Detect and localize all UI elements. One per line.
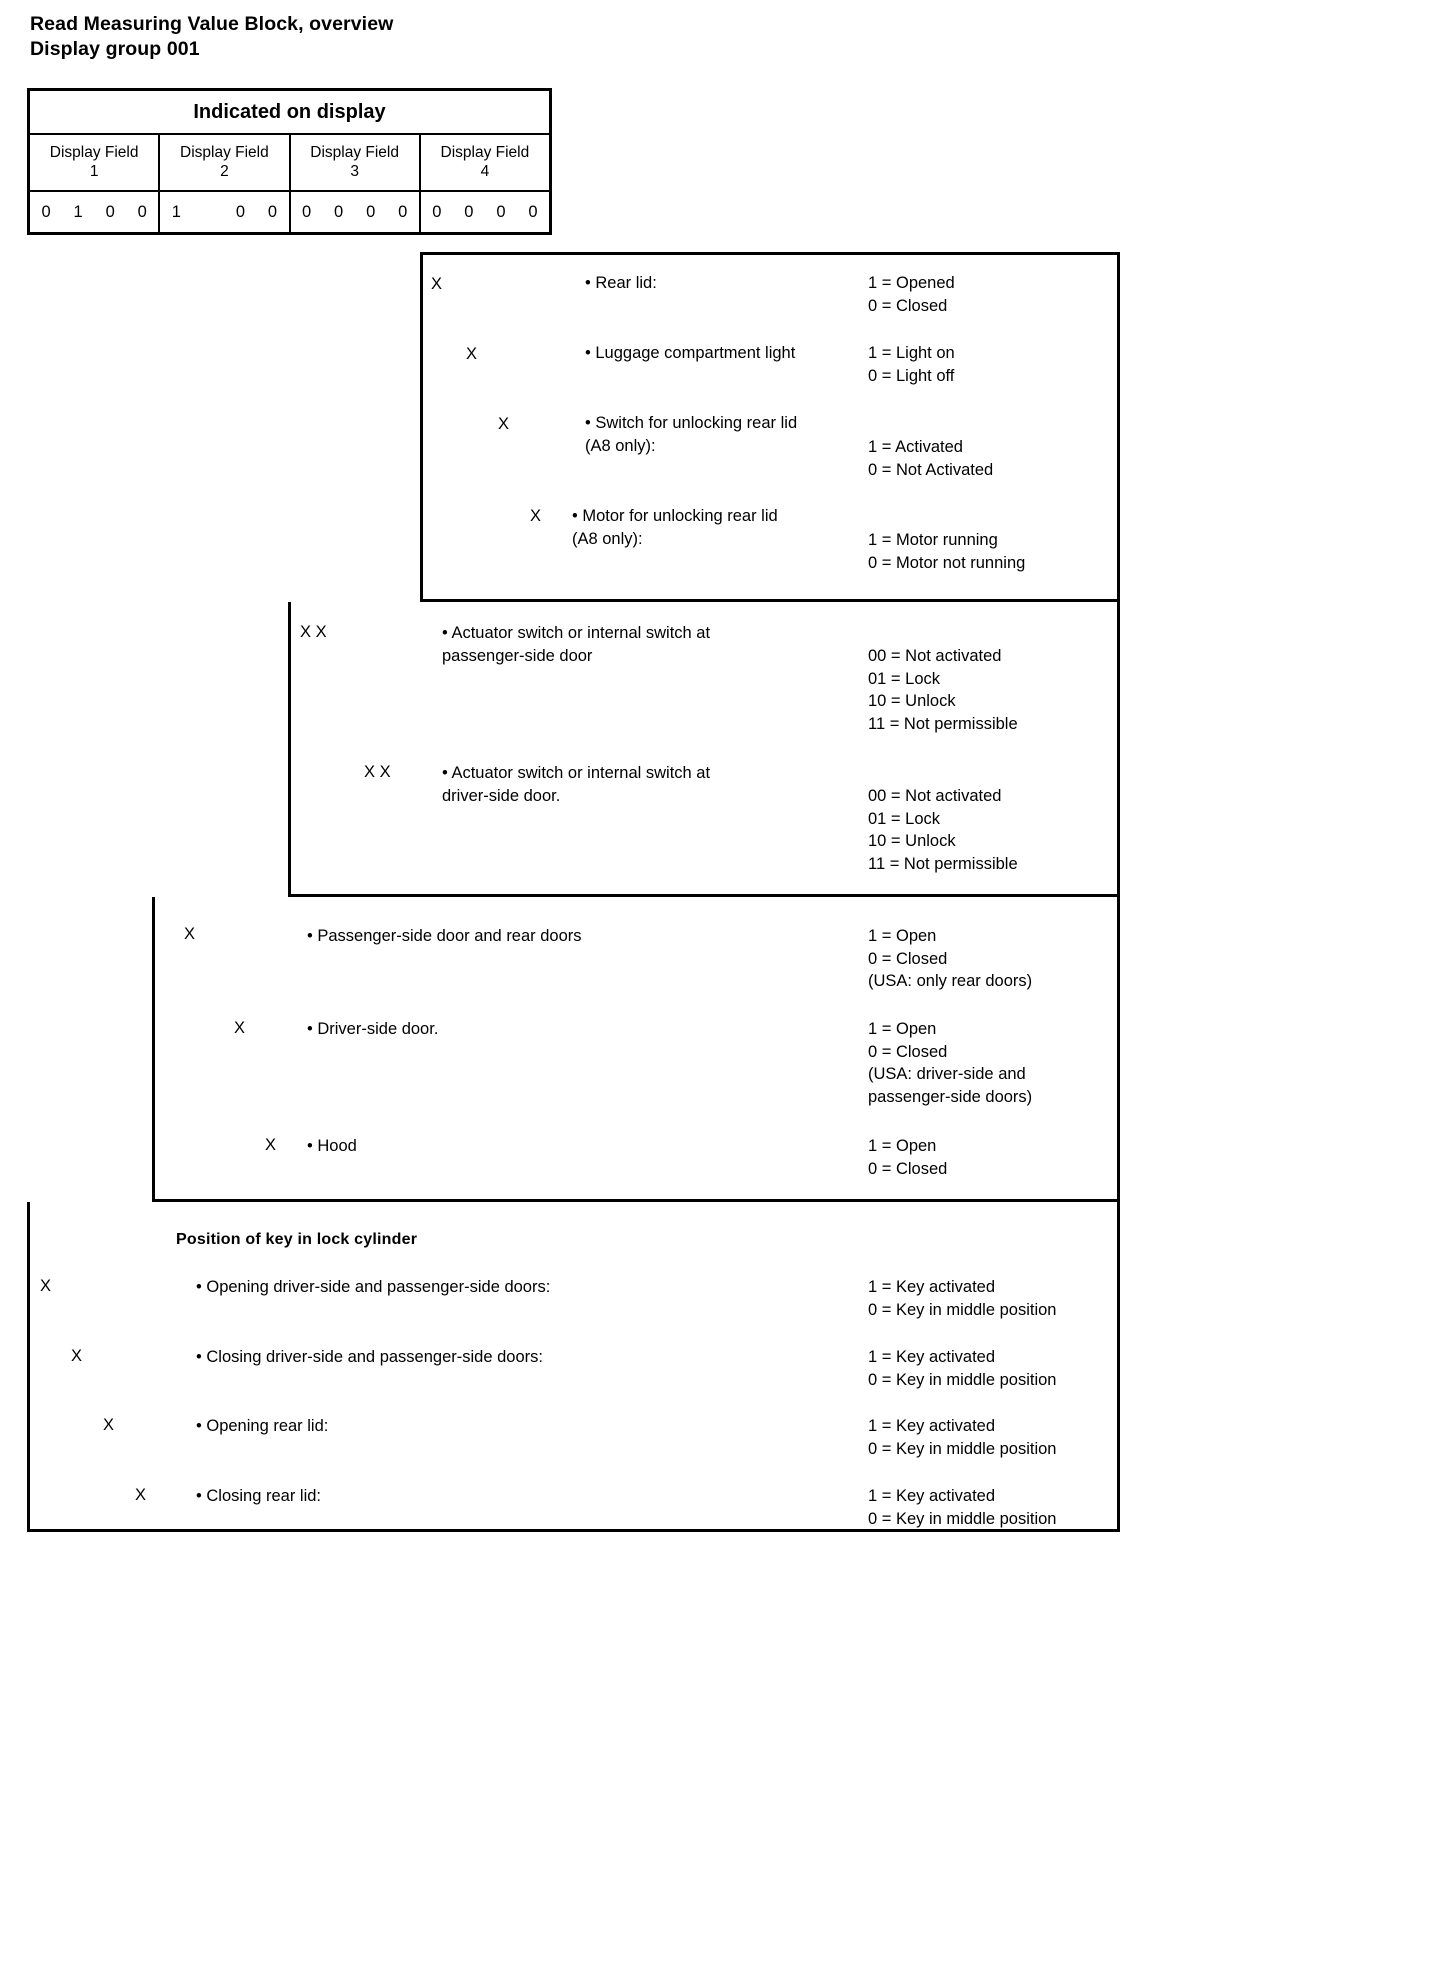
desc-key-close-rear-lid: • Closing rear lid: xyxy=(196,1487,321,1505)
bit-f3-2: 0 xyxy=(366,203,376,221)
key-position-heading: Position of key in lock cylinder xyxy=(176,1231,418,1248)
bit-marker-key-close-rear-lid: X xyxy=(135,1486,147,1504)
bit-marker-key-open-rear-lid: X xyxy=(103,1416,115,1434)
title-line-1: Read Measuring Value Block, overview xyxy=(30,13,394,35)
display-field-4-bits: 0 0 0 0 xyxy=(421,192,549,232)
display-field-1-label: Display Field xyxy=(49,144,139,161)
bit-marker-hood: X xyxy=(265,1136,277,1154)
desc-passenger-rear-doors: • Passenger-side door and rear doors xyxy=(307,927,582,945)
bit-marker-key-close-front-doors: X xyxy=(71,1347,83,1365)
bit-f2-0: 1 xyxy=(171,203,181,221)
display-field-2-bits: 1 0 0 xyxy=(160,192,291,232)
values-motor-unlock-rear-lid: 1 = Motor running 0 = Motor not running xyxy=(868,531,1026,572)
bit-f1-2: 0 xyxy=(105,203,115,221)
values-key-close-rear-lid: 1 = Key activated 0 = Key in middle posi… xyxy=(868,1487,1057,1528)
values-luggage-light: 1 = Light on 0 = Light off xyxy=(868,344,955,385)
values-actuator-driver: 00 = Not activated 01 = Lock 10 = Unlock… xyxy=(868,787,1018,873)
display-field-3-number: 3 xyxy=(350,163,359,180)
bit-marker-switch-unlock-rear-lid: X xyxy=(498,415,510,433)
desc-actuator-driver: • Actuator switch or internal switch at … xyxy=(442,764,711,805)
group-box-key-position xyxy=(27,1202,1120,1532)
bit-marker-key-open-front-doors: X xyxy=(40,1277,52,1295)
display-table: Indicated on display Display Field 1 Dis… xyxy=(27,88,552,235)
values-switch-unlock-rear-lid: 1 = Activated 0 = Not Activated xyxy=(868,438,994,479)
display-field-1-header: Display Field 1 xyxy=(30,135,161,190)
title-line-2: Display group 001 xyxy=(30,38,200,60)
bit-f3-0: 0 xyxy=(301,203,312,221)
bit-f4-3: 0 xyxy=(528,203,538,221)
bit-f2-2: 0 xyxy=(235,203,245,221)
values-passenger-rear-doors: 1 = Open 0 = Closed (USA: only rear door… xyxy=(868,927,1033,990)
desc-hood: • Hood xyxy=(307,1137,357,1155)
display-field-4-header: Display Field 4 xyxy=(421,135,549,190)
bit-marker-actuator-driver: X X xyxy=(364,763,391,781)
group-box-actuator-switch xyxy=(288,602,1120,897)
desc-motor-unlock-rear-lid: • Motor for unlocking rear lid (A8 only)… xyxy=(572,507,778,548)
bit-f4-2: 0 xyxy=(496,203,506,221)
bit-marker-actuator-passenger: X X xyxy=(300,623,327,641)
display-field-4-number: 4 xyxy=(480,163,490,180)
desc-key-close-front-doors: • Closing driver-side and passenger-side… xyxy=(196,1348,543,1366)
bit-f4-0: 0 xyxy=(432,203,442,221)
values-driver-door: 1 = Open 0 = Closed (USA: driver-side an… xyxy=(868,1020,1033,1106)
desc-rear-lid: • Rear lid: xyxy=(585,274,657,292)
values-key-open-front-doors: 1 = Key activated 0 = Key in middle posi… xyxy=(868,1278,1057,1319)
values-hood: 1 = Open 0 = Closed xyxy=(868,1137,948,1178)
display-bits-row: 0 1 0 0 1 0 0 0 0 0 0 0 0 0 0 xyxy=(30,192,549,232)
display-field-3-bits: 0 0 0 0 xyxy=(291,192,421,232)
desc-luggage-light: • Luggage compartment light xyxy=(585,344,796,362)
display-field-header-row: Display Field 1 Display Field 2 Display … xyxy=(30,135,549,192)
bit-f2-3: 0 xyxy=(267,203,278,221)
group-box-rear-lid xyxy=(420,252,1120,602)
desc-key-open-front-doors: • Opening driver-side and passenger-side… xyxy=(196,1278,551,1296)
bit-marker-motor-unlock-rear-lid: X xyxy=(530,507,542,525)
bit-marker-driver-door: X xyxy=(234,1019,246,1037)
display-field-1-bits: 0 1 0 0 xyxy=(30,192,161,232)
bit-marker-luggage-light: X xyxy=(466,345,478,363)
values-actuator-passenger: 00 = Not activated 01 = Lock 10 = Unlock… xyxy=(868,647,1018,733)
group-box-doors xyxy=(152,897,1120,1202)
values-key-close-front-doors: 1 = Key activated 0 = Key in middle posi… xyxy=(868,1348,1057,1389)
display-field-3-header: Display Field 3 xyxy=(291,135,421,190)
page-title: Read Measuring Value Block, overview Dis… xyxy=(30,12,393,62)
values-key-open-rear-lid: 1 = Key activated 0 = Key in middle posi… xyxy=(868,1417,1057,1458)
desc-key-open-rear-lid: • Opening rear lid: xyxy=(196,1417,329,1435)
bit-f4-1: 0 xyxy=(464,203,474,221)
bit-f3-1: 0 xyxy=(334,203,344,221)
desc-actuator-passenger: • Actuator switch or internal switch at … xyxy=(442,624,711,665)
display-field-1-number: 1 xyxy=(89,163,99,180)
bit-f1-3: 0 xyxy=(137,203,147,221)
display-field-3-label: Display Field xyxy=(310,144,399,161)
bit-f1-0: 0 xyxy=(41,203,51,221)
bit-marker-rear-lid: X xyxy=(431,275,443,293)
desc-driver-door: • Driver-side door. xyxy=(307,1020,439,1038)
values-rear-lid: 1 = Opened 0 = Closed xyxy=(868,274,955,315)
bit-marker-passenger-rear-doors: X xyxy=(184,925,196,943)
display-table-header: Indicated on display xyxy=(30,91,549,135)
desc-switch-unlock-rear-lid: • Switch for unlocking rear lid (A8 only… xyxy=(585,414,798,455)
display-field-2-header: Display Field 2 xyxy=(160,135,291,190)
display-field-2-number: 2 xyxy=(220,163,229,180)
bit-f3-3: 0 xyxy=(398,203,408,221)
display-field-2-label: Display Field xyxy=(180,144,269,161)
display-field-4-label: Display Field xyxy=(440,144,530,161)
bit-f1-1: 1 xyxy=(73,203,83,221)
